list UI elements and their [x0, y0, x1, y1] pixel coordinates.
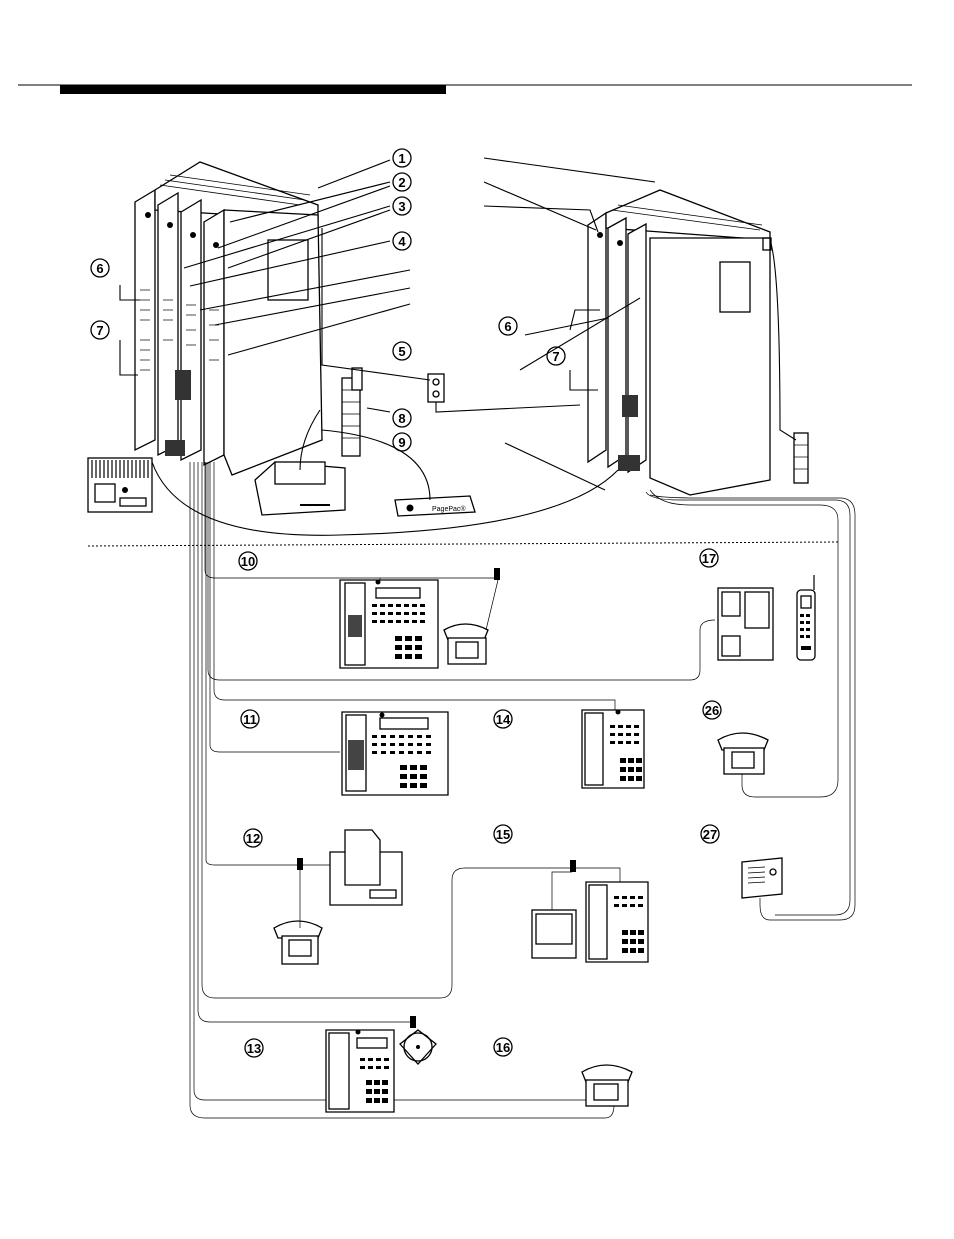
- device-10-group: 10: [238, 551, 500, 669]
- device-12-group: 12: [243, 828, 403, 965]
- callout-15: 15: [496, 827, 510, 842]
- callout-14: 14: [496, 712, 511, 727]
- callout-17: 17: [702, 551, 716, 566]
- leader-lines-left: [119, 159, 411, 413]
- printer: [254, 461, 346, 516]
- device-14-group: 14: [493, 709, 645, 789]
- device-17-group: 17: [699, 548, 816, 661]
- device-15-group: 15: [493, 824, 649, 963]
- device-16-group: 16: [493, 1037, 633, 1107]
- pagepac-unit: PagePac®: [394, 495, 476, 517]
- callout-16: 16: [496, 1040, 510, 1055]
- callout-2: 2: [398, 175, 405, 190]
- callouts-right: 6 7: [498, 316, 566, 366]
- device-26-group: 26: [702, 700, 769, 775]
- device-11-group: 11: [240, 709, 449, 796]
- callout-8: 8: [398, 411, 405, 426]
- wall-jack: [427, 373, 445, 403]
- control-unit-right: [587, 189, 772, 496]
- callout-9: 9: [398, 435, 405, 450]
- callout-11: 11: [243, 712, 257, 727]
- callout-6-right: 6: [504, 319, 511, 334]
- callout-3: 3: [398, 199, 405, 214]
- callout-7-left: 7: [96, 323, 103, 338]
- leader-lines-right: [483, 157, 656, 491]
- callout-26: 26: [705, 703, 719, 718]
- system-wiring: [151, 228, 797, 536]
- callouts-left: 1 2 3 4 5 8 9 6 7: [90, 148, 412, 452]
- callout-10: 10: [241, 554, 255, 569]
- callout-13: 13: [247, 1041, 261, 1056]
- pagepac-label: PagePac®: [432, 505, 466, 513]
- device-27-group: 27: [700, 824, 783, 899]
- right-unit-cables: [645, 489, 856, 921]
- callout-1: 1: [398, 151, 405, 166]
- connector-block-left: [341, 367, 363, 457]
- callout-4: 4: [398, 234, 406, 249]
- device-13-group: 13: [244, 1016, 437, 1113]
- control-unit-left: [134, 161, 323, 476]
- callout-6-left: 6: [96, 261, 103, 276]
- callout-7-right: 7: [552, 349, 559, 364]
- callout-12: 12: [246, 831, 260, 846]
- page-header: [18, 84, 912, 94]
- callout-5: 5: [398, 344, 405, 359]
- station-cable-bundle: [189, 462, 716, 1119]
- separator-line: [87, 541, 839, 547]
- connector-block-right: [793, 432, 809, 484]
- backup-unit: [87, 457, 153, 513]
- callout-27: 27: [703, 827, 717, 842]
